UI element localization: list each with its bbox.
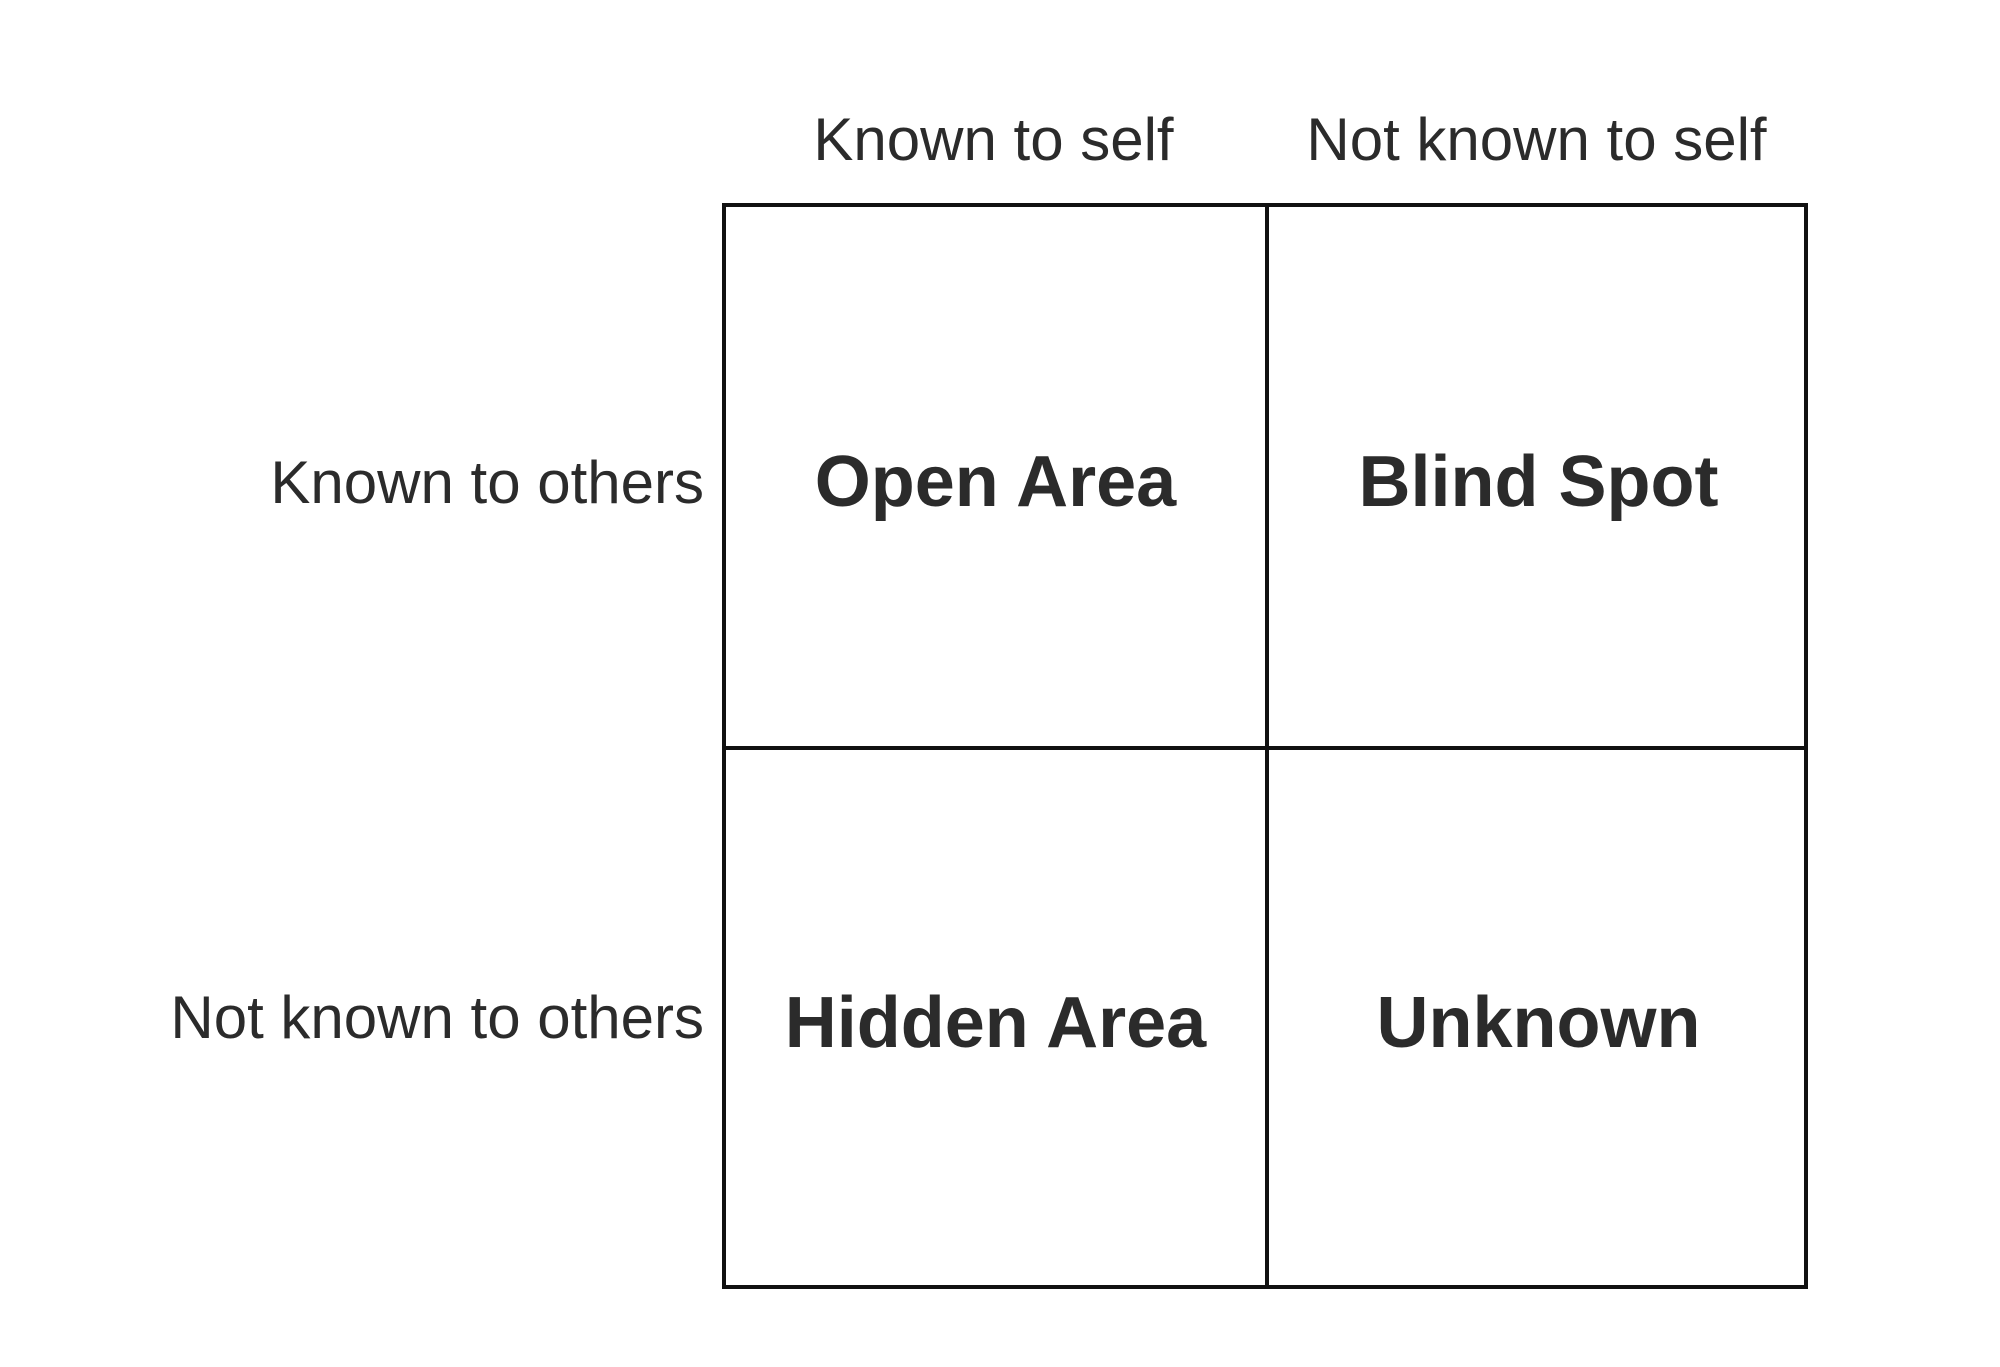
cell-open-area: Open Area — [814, 442, 1177, 522]
cell-unknown: Unknown — [1376, 983, 1701, 1063]
row-header-not-known-to-others: Not known to others — [170, 984, 704, 1051]
cell-blind-spot: Blind Spot — [1358, 442, 1719, 522]
cell-hidden-area: Hidden Area — [784, 983, 1207, 1063]
johari-window-grid: Open Area Blind Spot Hidden Area Unknown — [722, 203, 1808, 1289]
horizontal-divider — [726, 746, 1804, 750]
column-header-not-known-to-self: Not known to self — [1306, 106, 1767, 173]
column-header-known-to-self: Known to self — [813, 106, 1174, 173]
row-header-known-to-others: Known to others — [270, 449, 704, 516]
